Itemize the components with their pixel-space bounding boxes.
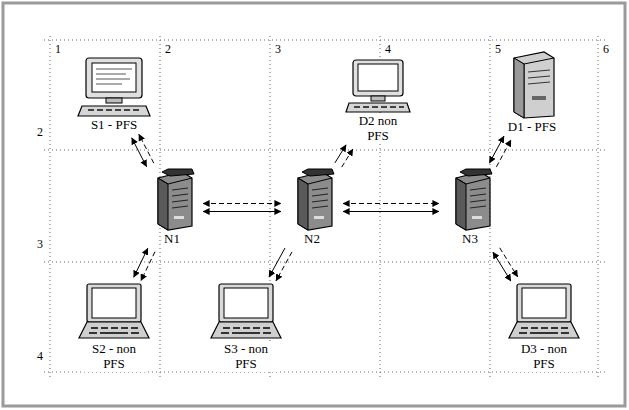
- router-icon: [288, 168, 336, 232]
- laptop-computer-icon: [77, 282, 151, 342]
- device-label: N2: [302, 232, 322, 247]
- host-node: S2 - non PFS: [72, 282, 156, 372]
- grid-number: 3: [36, 238, 44, 250]
- grid-number: 6: [602, 43, 610, 55]
- device-label: N1: [162, 232, 182, 247]
- device-label: S2 - non PFS: [82, 342, 146, 372]
- host-node: D2 non PFS: [338, 58, 418, 144]
- router-icon: [446, 168, 494, 232]
- host-node: D3 - non PFS: [502, 282, 586, 372]
- host-node: S1 - PFS: [68, 56, 160, 133]
- dashed-link: [342, 149, 353, 167]
- server-tower-icon: [506, 50, 558, 120]
- router-icon: [148, 168, 196, 232]
- grid-number: 5: [494, 43, 502, 55]
- dashed-link: [141, 252, 155, 281]
- device-label: S3 - non PFS: [214, 342, 278, 372]
- desktop-computer-icon: [76, 56, 152, 118]
- solid-link: [343, 211, 439, 212]
- device-label: N3: [460, 232, 480, 247]
- device-label: S1 - PFS: [89, 118, 139, 133]
- router-node: N2: [284, 168, 340, 247]
- device-label: D2 non PFS: [348, 114, 408, 144]
- device-label: D1 - PFS: [506, 120, 558, 135]
- router-node: N1: [144, 168, 200, 247]
- laptop-computer-icon: [507, 282, 581, 342]
- grid-number: 3: [274, 43, 282, 55]
- host-node: S3 - non PFS: [204, 282, 288, 372]
- dashed-link: [276, 252, 292, 281]
- solid-link: [203, 211, 281, 212]
- desktop-computer-icon: [345, 58, 411, 114]
- solid-link: [134, 248, 148, 277]
- dashed-link: [203, 203, 281, 204]
- dashed-link: [343, 203, 439, 204]
- device-label: D3 - non PFS: [509, 342, 579, 372]
- grid-number: 4: [384, 43, 392, 55]
- dashed-link: [139, 134, 154, 163]
- solid-link: [269, 248, 285, 277]
- router-node: N3: [442, 168, 498, 247]
- dashed-link: [496, 140, 511, 167]
- grid-number: 4: [36, 350, 44, 362]
- solid-link: [493, 252, 511, 281]
- solid-link: [489, 136, 504, 163]
- grid-number: 2: [36, 126, 44, 138]
- dashed-link: [500, 248, 518, 277]
- laptop-computer-icon: [209, 282, 283, 342]
- solid-link: [335, 145, 346, 163]
- grid-number: 1: [54, 43, 62, 55]
- grid-number: 2: [164, 43, 172, 55]
- solid-link: [132, 138, 147, 167]
- host-node: D1 - PFS: [490, 50, 574, 135]
